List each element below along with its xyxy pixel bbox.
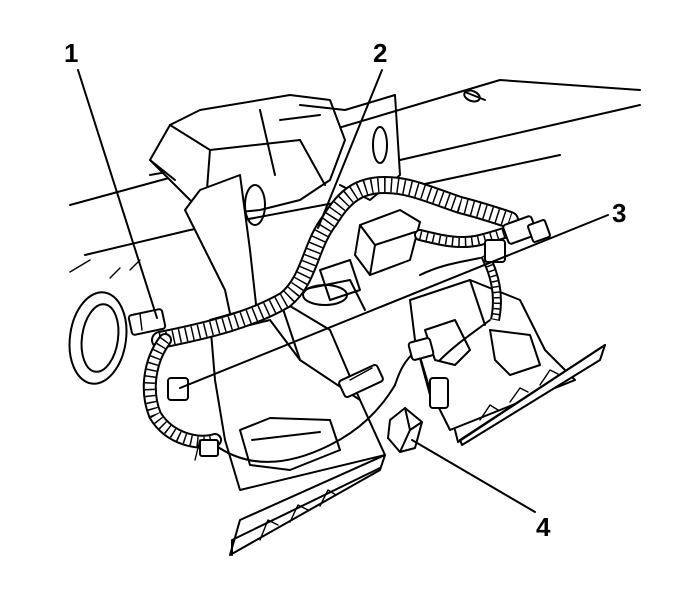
frame-rail <box>69 79 641 279</box>
mount-bracket <box>149 94 346 216</box>
leader-line-1 <box>77 69 158 319</box>
leader-line-3 <box>179 214 609 389</box>
callout-label-3: 3 <box>612 198 627 228</box>
callout-label-4: 4 <box>536 512 551 542</box>
component-4 <box>387 407 423 453</box>
oval-opening <box>68 291 128 385</box>
lower-right-base <box>454 344 606 446</box>
callout-label-1: 1 <box>64 38 79 68</box>
lower-left-bracket <box>209 279 386 491</box>
center-module <box>302 209 421 306</box>
leader-line-4 <box>411 439 536 513</box>
callout-leaders <box>77 69 609 513</box>
leader-line-2 <box>317 69 383 229</box>
lower-left-base <box>229 454 386 556</box>
harness-connectors <box>127 215 551 457</box>
callout-label-2: 2 <box>373 38 388 68</box>
